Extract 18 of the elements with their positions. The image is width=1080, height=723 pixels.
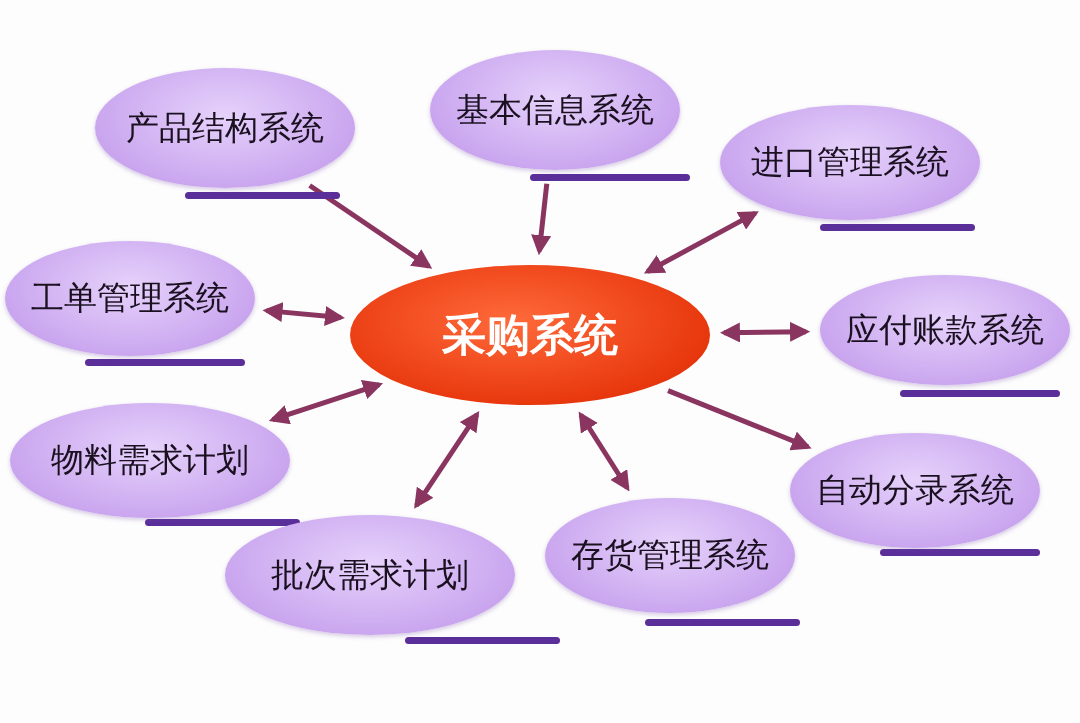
arrow <box>308 183 433 269</box>
node-label: 产品结构系统 <box>126 106 324 149</box>
node-label: 采购系统 <box>442 307 618 362</box>
node-label: 批次需求计划 <box>271 553 469 596</box>
node-label: 基本信息系统 <box>456 88 654 131</box>
arrow <box>414 411 480 509</box>
arrow <box>719 321 811 343</box>
node-label: 工单管理系统 <box>31 276 229 319</box>
node-label: 物料需求计划 <box>51 438 249 481</box>
arrow <box>578 411 630 492</box>
node-label: 应付账款系统 <box>846 308 1044 351</box>
node-label: 存货管理系统 <box>571 533 769 576</box>
arrow <box>268 380 384 425</box>
node-label: 自动分录系统 <box>816 468 1014 511</box>
arrow <box>262 302 345 326</box>
node-label: 进口管理系统 <box>751 140 949 183</box>
arrow <box>667 388 812 451</box>
arrow <box>643 210 759 274</box>
